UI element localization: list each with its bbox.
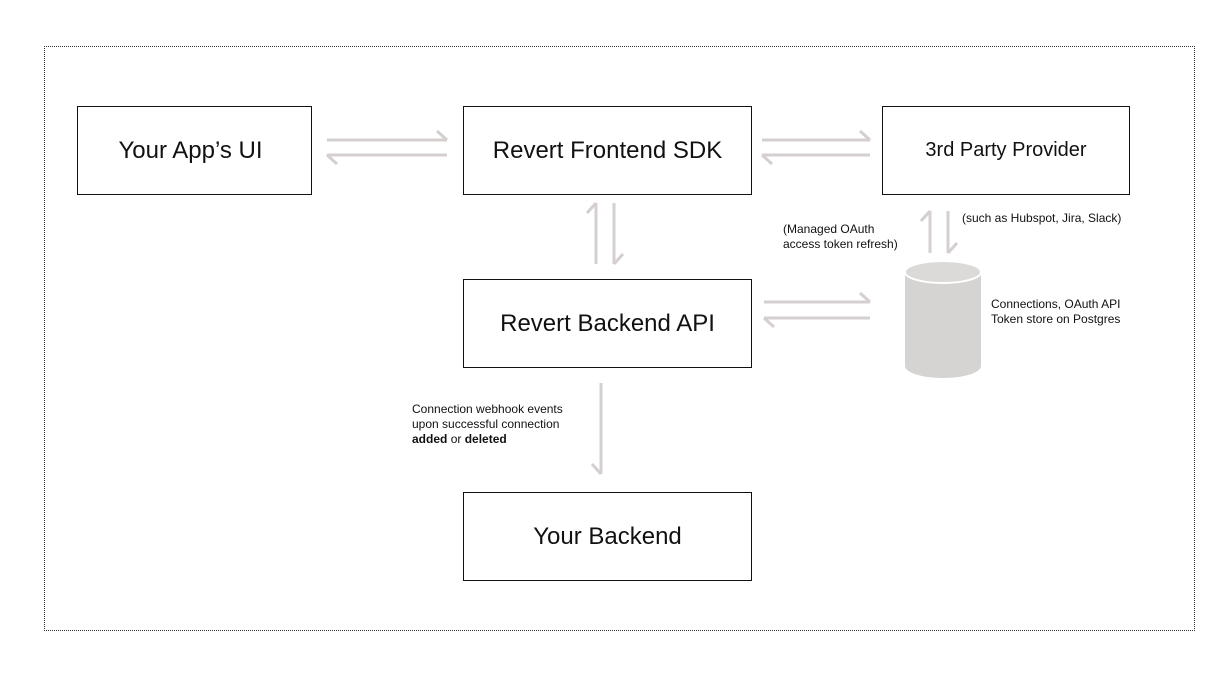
arrow-database-to-provider	[919, 209, 932, 253]
arrow-api-to-sdk	[585, 201, 598, 264]
webhook-note-line-1: Connection webhook events	[412, 402, 563, 416]
webhook-events-note: Connection webhook events upon successfu…	[412, 402, 563, 447]
third-party-provider-box: 3rd Party Provider	[882, 106, 1130, 195]
webhook-note-line-2: upon successful connection	[412, 417, 560, 431]
your-backend-box: Your Backend	[463, 492, 752, 581]
revert-frontend-sdk-label: Revert Frontend SDK	[492, 136, 723, 164]
token-store-note: Connections, OAuth API Token store on Po…	[991, 297, 1120, 327]
revert-backend-api-box: Revert Backend API	[463, 279, 752, 368]
your-app-ui-box: Your App’s UI	[77, 106, 312, 195]
providers-note: (such as Hubspot, Jira, Slack)	[962, 211, 1121, 226]
arrow-app-ui-to-sdk	[327, 129, 449, 142]
webhook-or-word: or	[450, 432, 462, 446]
token-store-note-line-2: Token store on Postgres	[991, 312, 1121, 326]
arrow-api-to-database	[764, 291, 872, 304]
managed-oauth-note: (Managed OAuth access token refresh)	[783, 222, 898, 252]
arrow-sdk-to-app-ui	[325, 153, 447, 166]
arrow-provider-to-database	[946, 211, 959, 255]
managed-oauth-note-line-1: (Managed OAuth	[783, 222, 875, 236]
webhook-added-keyword: added	[412, 432, 448, 446]
your-app-ui-label: Your App’s UI	[118, 136, 263, 164]
third-party-provider-label: 3rd Party Provider	[925, 139, 1087, 161]
your-backend-label: Your Backend	[533, 522, 682, 550]
arrow-sdk-to-provider	[762, 129, 872, 142]
token-store-note-line-1: Connections, OAuth API	[991, 297, 1121, 311]
webhook-deleted-keyword: deleted	[464, 432, 507, 446]
cylinder-database-icon	[904, 260, 982, 378]
managed-oauth-note-line-2: access token refresh)	[783, 237, 898, 251]
webhook-note-line-3: added or deleted	[412, 432, 563, 447]
arrow-api-to-your-backend	[590, 383, 603, 476]
providers-note-text: (such as Hubspot, Jira, Slack)	[962, 211, 1122, 225]
arrow-provider-to-sdk	[760, 153, 870, 166]
revert-frontend-sdk-box: Revert Frontend SDK	[463, 106, 752, 195]
diagram-frame	[44, 46, 1195, 631]
revert-backend-api-label: Revert Backend API	[500, 309, 715, 337]
arrow-database-to-api	[762, 316, 870, 329]
arrow-sdk-to-api	[612, 203, 625, 266]
